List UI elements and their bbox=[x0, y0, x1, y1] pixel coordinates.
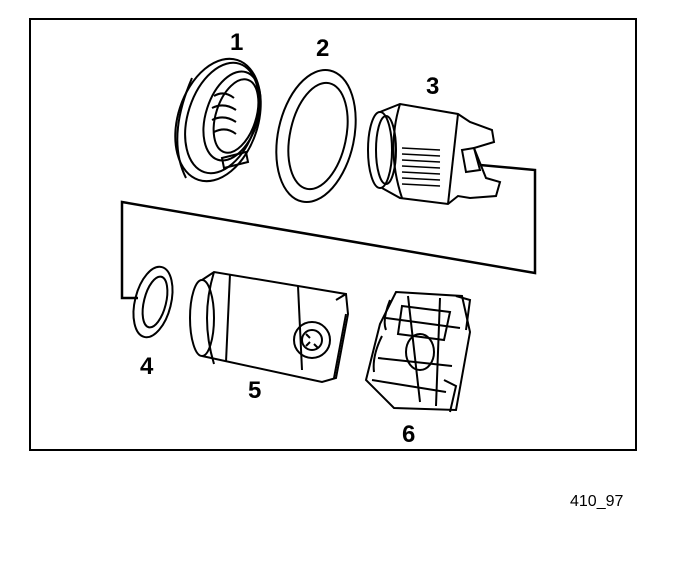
callout-1: 1 bbox=[230, 29, 243, 56]
callout-2: 2 bbox=[316, 35, 329, 62]
callout-5: 5 bbox=[248, 377, 261, 404]
callout-3: 3 bbox=[426, 73, 439, 100]
part-6-lock-mechanism bbox=[364, 290, 472, 413]
callout-4: 4 bbox=[140, 353, 154, 380]
part-1-threaded-ring bbox=[174, 57, 262, 183]
assembly-connector-line bbox=[120, 163, 537, 300]
figure-code: 410_97 bbox=[570, 493, 623, 510]
part-2-washer bbox=[275, 68, 357, 204]
part-3-lock-housing bbox=[367, 102, 502, 206]
part-4-gasket bbox=[132, 265, 174, 339]
diagram-frame bbox=[29, 18, 637, 451]
callout-6: 6 bbox=[402, 421, 415, 448]
part-5-lock-cylinder bbox=[189, 270, 350, 384]
